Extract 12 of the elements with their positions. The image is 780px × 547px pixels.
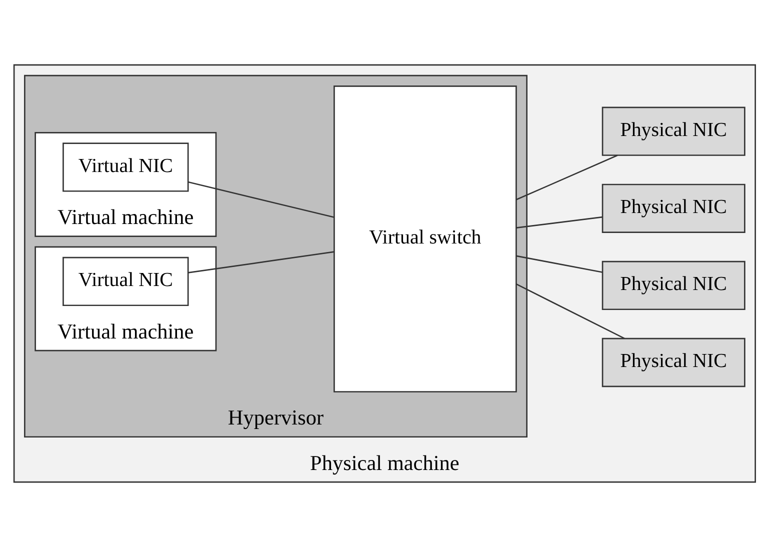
connector (516, 284, 625, 340)
node-box: Physical NIC (602, 260, 746, 310)
node-box: Virtual switch (334, 86, 517, 392)
node-box: Virtual NIC (62, 142, 189, 192)
node-box: Physical NIC (602, 338, 746, 388)
node-box: Physical NIC (602, 106, 746, 156)
node-box: Physical NIC (602, 184, 746, 233)
connector (188, 251, 334, 274)
connector (516, 255, 603, 273)
connector (188, 181, 334, 218)
connector (516, 216, 602, 228)
node-box: Virtual NIC (62, 256, 189, 306)
